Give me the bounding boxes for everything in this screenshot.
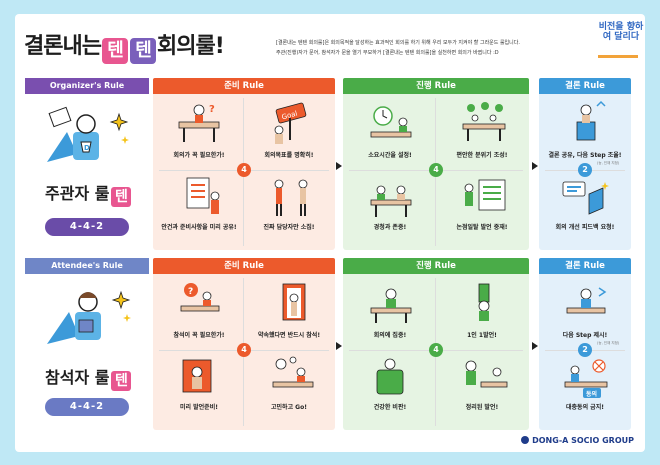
attendee-prep-header: 준비 Rule — [153, 258, 335, 274]
organized-speech-icon — [465, 360, 508, 388]
title-prefix: 결론내는 — [24, 34, 102, 59]
attendee-role-label: Attendee's Rule — [25, 258, 149, 274]
attendee-progress-item-4: 정리된 발언! — [465, 404, 499, 411]
organizer-progress-item-3: 경청과 존중! — [373, 224, 407, 231]
attendee-conclusion-column: 결론 Rule 2 다음 Step 제시! (능, 인재 지정) 동의 대충동의… — [539, 258, 631, 430]
organizer-role-label: Organizer's Rule — [25, 78, 149, 94]
attendee-arrow-1 — [336, 342, 342, 350]
brand-name: DONG-A SOCIO GROUP — [532, 436, 634, 445]
organizer-prep-column: 준비 Rule 4 ? 회의가 꼭 필요한가! Goal 회의목표를 명확히! … — [153, 78, 335, 250]
moderate-icon — [464, 179, 506, 211]
intro-line-2: 주관(진행)자가 문어, 참석자가 문을 열기 부모하거 [결론내는 텐텐 회의… — [276, 50, 499, 56]
organizer-conclusion-header: 결론 Rule — [539, 78, 631, 94]
attendee-prep-column: 준비 Rule 4 ? 참석이 꼭 필요한가! 약속했다면 반드시 참석! 미리… — [153, 258, 335, 430]
attendee-prep-count: 4 — [237, 343, 251, 357]
attendee-progress-column: 진행 Rule 4 회의에 집중! 1인 1발언! 건강한 비판! 정리된 발언… — [343, 258, 529, 430]
brand-logo-icon — [521, 436, 530, 444]
attendee-conclusion-header: 결론 Rule — [539, 258, 631, 274]
attendee-prep-item-4: 고민하고 Go! — [271, 404, 307, 411]
stamp-underline — [598, 55, 638, 58]
attendee-prep-item-1: 참석이 꼭 필요한가! — [173, 332, 225, 339]
podium-icon — [576, 100, 606, 141]
intro-line-1: [결론내는 텐텐 회의룰]은 회의목적을 달성하는 효과적인 회의를 하기 위해… — [276, 40, 520, 46]
organizer-rule-text: 주관자 룰 — [45, 184, 110, 203]
organizer-progress-item-4: 논점일탈 발언 중재! — [456, 224, 508, 231]
no-blind-agree-icon: 동의 — [564, 359, 608, 398]
attendee-progress-item-3: 건강한 비판! — [373, 404, 407, 411]
listening-icon — [370, 185, 412, 217]
attendee-conclusion-note: (능, 인재 지정) — [597, 341, 620, 345]
focus-icon — [370, 288, 412, 323]
organizer-progress-column: 진행 Rule 4 소요시간을 설정! 편안한 분위기 조성! 경청과 존중! — [343, 78, 529, 250]
feedback-icon — [562, 181, 609, 215]
title-tile-1: 텐 — [101, 38, 128, 64]
speech-prep-icon — [182, 359, 212, 393]
door-entry-icon — [282, 283, 306, 321]
organizer-prep-item-1: 회의가 꼭 필요한가! — [173, 152, 225, 159]
attendee-arrow-2 — [532, 342, 538, 350]
organizer-prep-item-2: 회의목표를 명확히! — [264, 152, 314, 159]
organizer-rule-pill: 4-4-2 — [45, 218, 129, 236]
friendly-atmosphere-icon — [462, 102, 506, 141]
agree-sign-text: 동의 — [586, 390, 597, 398]
vision-stamp: 비전을 향하여 달리다 — [598, 22, 644, 42]
attendee-conclusion-count: 2 — [578, 343, 592, 357]
svg-text:?: ? — [209, 104, 215, 115]
organizer-conclusion-count: 2 — [578, 163, 592, 177]
attendee-prep-item-2: 약속했다면 반드시 참석! — [257, 332, 321, 339]
attendee-progress-item-2: 1인 1발언! — [467, 332, 497, 339]
clock-timer-icon — [370, 106, 412, 138]
svg-text:D: D — [84, 144, 90, 152]
attendee-rule-pill: 4-4-2 — [45, 398, 129, 416]
attendee-hero-illustration — [47, 290, 131, 344]
meeting-table-icon: ? — [178, 104, 220, 142]
organizer-prep-header: 준비 Rule — [153, 78, 335, 94]
right-people-icon — [274, 179, 308, 216]
question-person-icon: ? — [180, 283, 220, 312]
critique-icon — [376, 358, 404, 395]
footer-brand: DONG-A SOCIO GROUP — [521, 436, 634, 445]
organizer-progress-count: 4 — [429, 163, 443, 177]
organizer-prep-count: 4 — [237, 163, 251, 177]
attendee-prep-item-3: 미리 발언준비! — [180, 404, 218, 411]
attendee-rule-tile: 텐 — [111, 371, 132, 391]
organizer-progress-item-1: 소요시간을 설정! — [368, 152, 412, 159]
attendee-progress-item-1: 회의에 집중! — [373, 332, 407, 339]
attendee-conclusion-item-1: 다음 Step 제시! — [562, 332, 608, 339]
svg-text:?: ? — [188, 287, 193, 297]
agenda-board-icon — [186, 177, 220, 214]
organizer-conclusion-note: (능, 인재 지정) — [597, 161, 620, 165]
attendee-conclusion-item-2: 대충동의 금지! — [566, 404, 604, 411]
organizer-conclusion-item-2: 회의 개선 피드백 요청! — [555, 224, 615, 231]
organizer-conclusion-item-1: 결론 공유, 다음 Step 조율! — [548, 152, 622, 159]
organizer-conclusion-column: 결론 Rule 2 결론 공유, 다음 Step 조율! (능, 인재 지정) … — [539, 78, 631, 250]
organizer-arrow-1 — [336, 162, 342, 170]
organizer-hero-illustration: D — [47, 106, 129, 162]
goal-sign-text: Goal — [281, 110, 299, 122]
organizer-progress-header: 진행 Rule — [343, 78, 529, 94]
organizer-arrow-2 — [532, 162, 538, 170]
organizer-rule-tile: 텐 — [111, 187, 132, 207]
organizer-prep-item-4: 진짜 담당자만 소집! — [263, 224, 315, 231]
next-step-icon — [566, 287, 607, 314]
title-tile-2: 텐 — [129, 38, 156, 64]
intro-description: [결론내는 텐텐 회의룰]은 회의목적을 달성하는 효과적인 회의를 하기 위해… — [276, 38, 596, 58]
attendee-progress-count: 4 — [429, 343, 443, 357]
organizer-progress-item-2: 편안한 분위기 조성! — [456, 152, 508, 159]
attendee-progress-header: 진행 Rule — [343, 258, 529, 274]
title-suffix: 회의룰! — [156, 34, 225, 59]
thinking-icon — [272, 356, 314, 388]
raised-hand-icon — [478, 283, 490, 321]
attendee-rule-text: 참석자 룰 — [45, 368, 110, 387]
goal-sign-icon: Goal — [274, 102, 307, 144]
organizer-prep-item-3: 안건과 준비사항을 미리 공유! — [161, 224, 237, 231]
